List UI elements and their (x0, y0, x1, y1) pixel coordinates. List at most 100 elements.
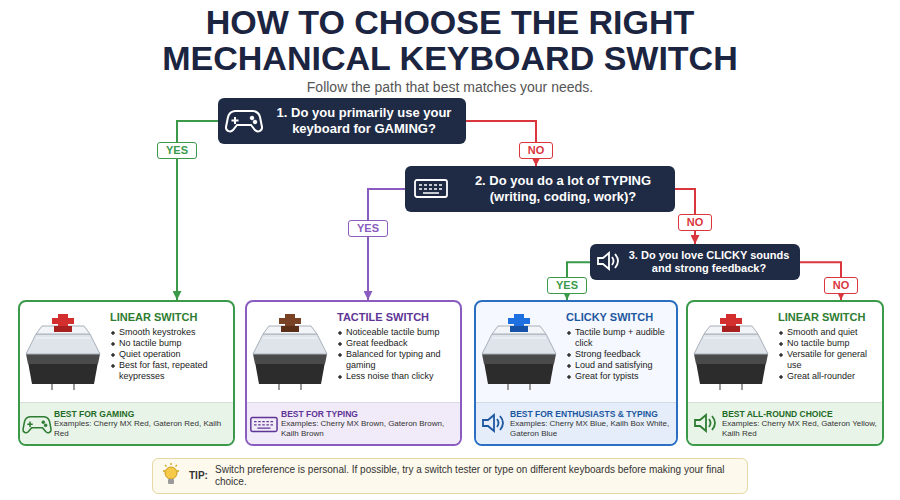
card-body: LINEAR SWITCH Smooth and quietNo tactile … (688, 302, 882, 402)
art-shape (52, 318, 74, 324)
art-shape (253, 326, 327, 390)
gamepad-icon (23, 417, 51, 433)
art-shape (694, 326, 768, 390)
art-shape (26, 326, 100, 390)
art-shape (695, 415, 715, 431)
keyboard-icon (415, 180, 447, 197)
page-title: HOW TO CHOOSE THE RIGHT MECHANICAL KEYBO… (110, 4, 790, 76)
speaker-icon (483, 415, 503, 431)
bullet-text: Balanced for typing and gaming (337, 349, 454, 371)
bullet-text: Best for fast, repeated keypresses (110, 360, 227, 382)
card-body: CLICKY SWITCH Tactile bump + audible clic… (476, 302, 676, 402)
tip-label: TIP: (189, 470, 215, 482)
art-shape (726, 314, 736, 330)
examples-text: Examples: Cherry MX Red, Gateron Red, Ka… (54, 419, 230, 438)
switch-card: CLICKY SWITCH Tactile bump + audible clic… (474, 300, 678, 446)
examples-text: Examples: Cherry MX Red, Gateron Yellow,… (722, 419, 879, 438)
switch-illustration (694, 314, 768, 390)
art-shape (251, 417, 277, 431)
art-shape (598, 253, 618, 269)
card-footer-band: BEST FOR TYPINGExamples: Cherry MX Brown… (247, 402, 460, 444)
bullet-text: Great all-rounder (778, 371, 876, 382)
art-shape (42, 421, 45, 424)
edge-label: YES (157, 142, 197, 159)
art-shape (415, 180, 447, 197)
art-shape (483, 415, 503, 431)
edge-label: NO (519, 142, 554, 159)
question-text: 2. Do you do a lot of TYPING (writing, c… (459, 173, 667, 204)
art-shape (250, 116, 254, 120)
card-title: LINEAR SWITCH (110, 310, 227, 324)
switch-card: LINEAR SWITCH Smooth and quietNo tactile … (686, 300, 884, 446)
decision-box: 1. Do you primarily use your keyboard fo… (218, 98, 466, 144)
card-footer-band: BEST FOR ENTHUSIASTS & TYPINGExamples: C… (476, 402, 676, 444)
card-title: LINEAR SWITCH (778, 310, 876, 324)
decision-box: 2. Do you do a lot of TYPING (writing, c… (405, 166, 675, 212)
examples-text: Examples: Cherry MX Blue, Kailh Box Whit… (510, 419, 673, 438)
card-footer-band: BEST FOR GAMINGExamples: Cherry MX Red, … (20, 402, 233, 444)
card-title: TACTILE SWITCH (337, 310, 454, 324)
art-shape (722, 326, 740, 332)
bullet-text: Strong feedback (566, 349, 670, 360)
bullet-text: Less noise than clicky (337, 371, 454, 382)
bullet-text: No tactile bump (778, 338, 876, 349)
art-shape (54, 326, 72, 332)
card-title: CLICKY SWITCH (566, 310, 670, 324)
examples-text: Examples: Cherry MX Brown, Gateron Brown… (281, 419, 457, 438)
art-shape (508, 318, 530, 324)
switch-card: LINEAR SWITCH Smooth keystrokesNo tactile… (18, 300, 235, 446)
art-shape (226, 111, 262, 131)
switch-illustration (482, 314, 556, 390)
tip-text: Switch preference is personal. If possib… (215, 464, 737, 488)
art-shape (720, 318, 742, 324)
decision-box: 3. Do you love CLICKY sounds and strong … (590, 244, 800, 280)
question-text: 1. Do you primarily use your keyboard fo… (270, 105, 458, 136)
edge-label: NO (678, 214, 713, 231)
footer-heading: BEST ALL-ROUND CHOICE (722, 409, 879, 419)
art-shape (168, 479, 174, 484)
bullet-text: No tactile bump (110, 338, 227, 349)
art-shape (58, 314, 68, 330)
question-text: 3. Do you love CLICKY sounds and strong … (626, 249, 792, 275)
card-body: LINEAR SWITCH Smooth keystrokesNo tactile… (20, 302, 233, 402)
art-shape (253, 120, 257, 124)
tip-box: TIP:Switch preference is personal. If po… (152, 458, 748, 494)
card-footer-band: BEST ALL-ROUND CHOICEExamples: Cherry MX… (688, 402, 882, 444)
art-shape (279, 318, 301, 324)
subtitle: Follow the path that best matches your n… (0, 79, 900, 95)
bullet-text: Noticeable tactile bump (337, 327, 454, 338)
switch-illustration (26, 314, 100, 390)
footer-heading: BEST FOR ENTHUSIASTS & TYPING (510, 409, 673, 419)
bullet-text: Great feedback (337, 338, 454, 349)
keyboard-icon (251, 417, 277, 431)
art-shape (482, 326, 556, 390)
bullet-text: Loud and satisfying (566, 360, 670, 371)
footer-heading: BEST FOR TYPING (281, 409, 457, 419)
art-shape (23, 417, 51, 433)
art-shape (163, 463, 179, 471)
card-body: TACTILE SWITCH Noticeable tactile bumpGre… (247, 302, 460, 402)
art-shape (44, 424, 47, 427)
footer-heading: BEST FOR GAMING (54, 409, 230, 419)
bullet-text: Versatile for general use (778, 349, 876, 371)
art-shape (510, 326, 528, 332)
bullet-text: Smooth and quiet (778, 327, 876, 338)
speaker-icon (598, 253, 618, 269)
edge-label: YES (547, 277, 587, 294)
bullet-text: Tactile bump + audible click (566, 327, 670, 349)
switch-card: TACTILE SWITCH Noticeable tactile bumpGre… (245, 300, 462, 446)
bullet-text: Smooth keystrokes (110, 327, 227, 338)
art-shape (514, 314, 524, 330)
bullet-text: Great for typists (566, 371, 670, 382)
switch-illustration (253, 314, 327, 390)
lightbulb-icon (163, 463, 179, 484)
art-shape (285, 314, 295, 330)
art-shape (165, 467, 177, 479)
gamepad-icon (226, 111, 262, 131)
edge-label: NO (824, 277, 859, 294)
art-shape (281, 326, 299, 332)
bullet-text: Quiet operation (110, 349, 227, 360)
speaker-icon (695, 415, 715, 431)
flow-arrow (368, 189, 405, 300)
